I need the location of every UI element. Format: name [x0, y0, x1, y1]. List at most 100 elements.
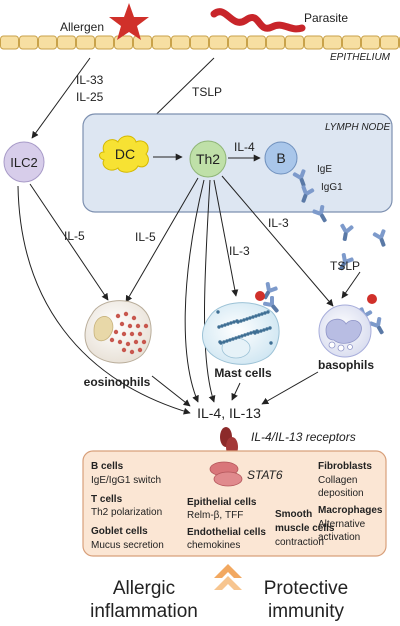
eosinophil-granule: [135, 323, 141, 329]
mast-granule: [225, 339, 229, 343]
eosinophil-granule: [127, 323, 133, 329]
goblet-title: Goblet cells: [91, 526, 148, 537]
epithelial-cell-block: [152, 35, 171, 50]
arrow-mast-to-il4il13: [231, 382, 241, 401]
b-label: B: [276, 150, 285, 166]
mast-granule: [260, 312, 264, 316]
macrophages-title: Macrophages: [318, 505, 383, 516]
epithelial-text: Relm-β, TFF: [187, 510, 243, 521]
mast-granule: [237, 335, 241, 339]
il4-node-label: IL-4: [234, 140, 255, 154]
mast-granule: [245, 317, 249, 321]
mast-granule: [229, 321, 233, 325]
basophils-label: basophils: [318, 358, 374, 372]
eosinophil-granule: [143, 323, 149, 329]
mast-granule: [255, 329, 259, 333]
fibroblasts-text-2: deposition: [318, 488, 364, 499]
antibody-icon: [292, 169, 306, 187]
eosinophil-granule: [129, 331, 135, 337]
eosinophil-cell: [84, 300, 152, 364]
eosinophil-granule: [109, 337, 115, 343]
mast-granule: [265, 327, 269, 331]
eosinophil-granule: [121, 331, 127, 337]
arrow-th2-to-mast: [213, 179, 239, 297]
mast-granule: [239, 319, 243, 323]
antibody-icon: [263, 282, 278, 300]
tslp-right-label: TSLP: [330, 259, 360, 273]
epithelial-cell-block: [133, 35, 152, 50]
b-cell: B: [264, 141, 298, 175]
eosinophil-granule: [129, 349, 135, 355]
mast-granule: [259, 329, 263, 333]
arrow-eosinophils-to-il4il13: [151, 375, 191, 407]
arrow-th2-to-il4il13-a: [184, 179, 205, 403]
smooth-text: contraction: [275, 537, 324, 548]
epithelial-cell-block: [19, 35, 38, 50]
mast-cell: [202, 302, 280, 365]
mast-granule: [249, 331, 253, 335]
epithelial-cell-block: [171, 35, 190, 50]
antibody-icon: [369, 317, 384, 335]
mast-granule: [246, 332, 250, 336]
outcome-left-line1: Allergic: [113, 578, 175, 599]
goblet-text: Mucus secretion: [91, 540, 164, 551]
endothelial-text: chemokines: [187, 540, 240, 551]
eosinophil-granule: [133, 339, 139, 345]
antibody-icon: [301, 185, 315, 203]
mast-granule: [268, 326, 272, 330]
mast-granule: [254, 314, 258, 318]
eosinophils-label: eosinophils: [84, 375, 151, 389]
receptors-label: IL-4/IL-13 receptors: [251, 430, 356, 444]
epithelial-cell-block: [247, 35, 266, 50]
epithelial-cell-block: [323, 35, 342, 50]
ilc2-cell: ILC2: [3, 141, 45, 183]
arrow-ilc2-to-eosinophils: [29, 183, 109, 301]
antibody-icon: [263, 296, 279, 313]
mast-granule: [223, 323, 227, 327]
il25-label: IL-25: [76, 90, 104, 104]
fibroblasts-title: Fibroblasts: [318, 461, 372, 472]
mast-granule: [263, 311, 267, 315]
mast-granule: [242, 318, 246, 322]
allergen-star-icon: [109, 3, 149, 40]
mast-granule: [226, 322, 230, 326]
outcome-right-line1: Protective: [264, 578, 348, 599]
ige-label: IgE: [317, 164, 332, 175]
epithelial-cell-block: [95, 35, 114, 50]
mast-granule: [216, 310, 220, 314]
epithelial-cell-block: [266, 35, 285, 50]
eosinophil-granule: [115, 313, 121, 319]
smooth-title-2: muscle cells: [275, 523, 335, 534]
epithelial-cell-block: [304, 35, 323, 50]
il33-label: IL-33: [76, 73, 104, 87]
allergen-blob-icon: [255, 291, 265, 301]
eosinophil-granule: [113, 329, 119, 335]
mast-granule: [232, 320, 236, 324]
mast-granule: [228, 338, 232, 342]
mast-granule: [240, 334, 244, 338]
mast-granule: [257, 313, 261, 317]
mast-granule: [218, 340, 222, 344]
epithelial-cell-block: [209, 35, 228, 50]
effects-box: [82, 450, 387, 557]
outcome-left-line2: inflammation: [90, 601, 198, 622]
b-cells-title: B cells: [91, 461, 124, 472]
fibroblasts-text-1: Collagen: [318, 475, 357, 486]
lymph-node-title: LYMPH NODE: [325, 122, 391, 133]
endothelial-title: Endothelial cells: [187, 527, 266, 538]
t-cells-text: Th2 polarization: [91, 507, 162, 518]
arrow-tslp-to-basophils: [341, 271, 361, 299]
epithelial-cell-block: [361, 35, 380, 50]
eosinophil-granule: [125, 341, 131, 347]
epithelial-cell-block: [38, 35, 57, 50]
arrow-th2-to-eosinophils: [125, 177, 199, 303]
arrow-ilc2-to-il4il13: [17, 185, 191, 415]
mast-granule: [235, 319, 239, 323]
macrophages-text-2: activation: [318, 532, 360, 543]
epithelial-title: Epithelial cells: [187, 497, 257, 508]
th2-cell: Th2: [189, 140, 227, 178]
il5-mid-label: IL-5: [135, 230, 156, 244]
mast-granule: [251, 315, 255, 319]
epithelial-cell-block: [228, 35, 247, 50]
